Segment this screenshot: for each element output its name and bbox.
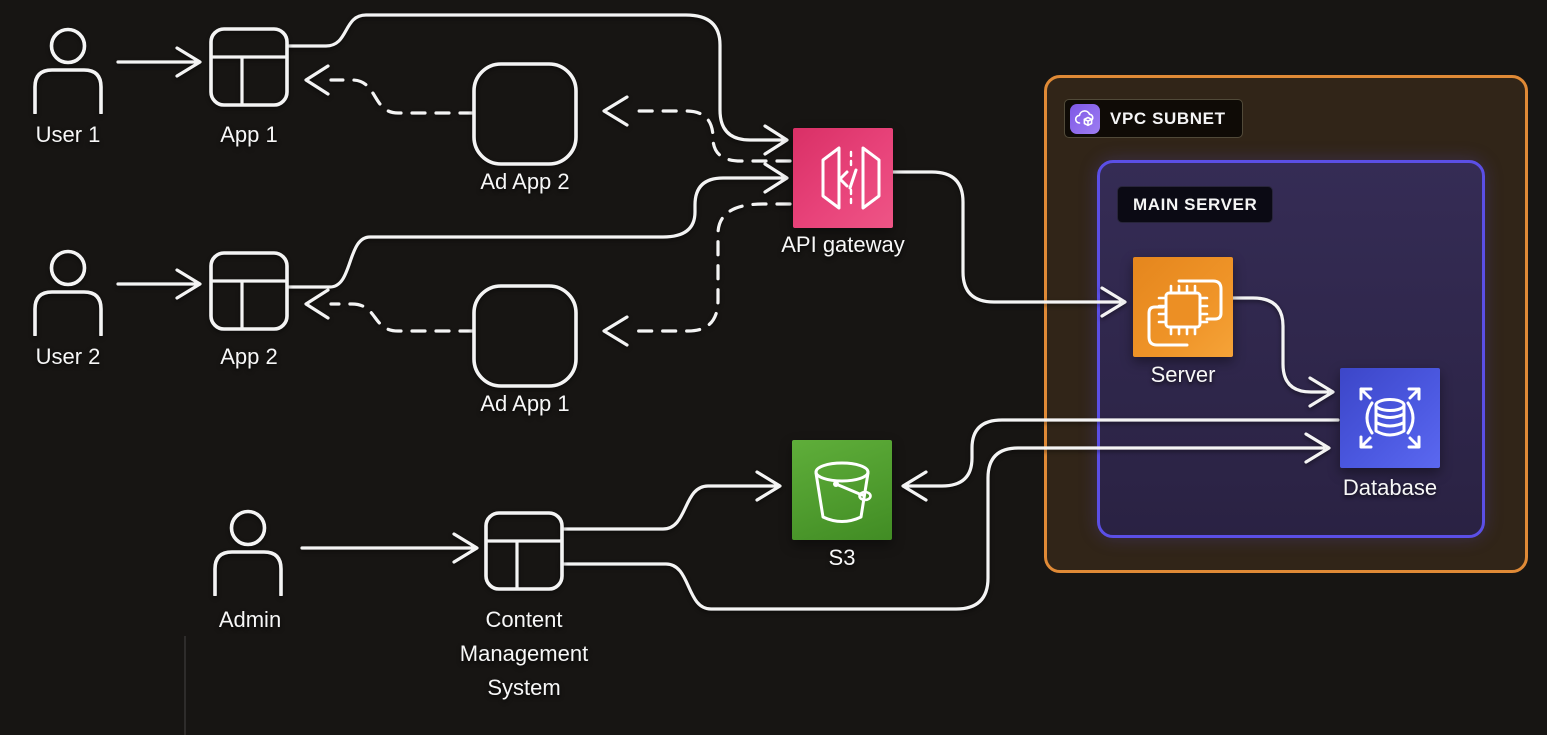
browser-icon	[209, 27, 289, 107]
person-icon	[229, 509, 267, 547]
label-database: Database	[1342, 475, 1438, 500]
browser-icon	[209, 251, 289, 331]
node-ad-app1[interactable]	[471, 283, 579, 389]
main-server-badge: MAIN SERVER	[1117, 186, 1274, 223]
person-shoulders	[213, 550, 283, 596]
browser-divider	[486, 539, 562, 589]
edge-server-database	[1231, 296, 1335, 408]
node-ad-app2[interactable]	[471, 61, 579, 167]
edge-database-s3	[901, 418, 1340, 502]
edge-cms-database	[561, 432, 1331, 611]
rounded-square-icon	[472, 284, 578, 388]
faint-vertical-line	[184, 636, 186, 735]
label-admin: Admin	[218, 607, 282, 632]
label-cms-line3: System	[487, 675, 561, 700]
browser-divider	[211, 279, 287, 329]
edge-adapp1-app2-dashed	[329, 302, 475, 333]
edge-apigateway-adapp1-dashed	[628, 202, 792, 333]
vpc-cloud-icon	[1070, 103, 1100, 134]
main-server-label: MAIN SERVER	[1133, 194, 1258, 214]
node-user1[interactable]	[32, 26, 104, 114]
browser-icon	[484, 511, 564, 591]
person-shoulders	[33, 290, 103, 336]
arrowhead-into-adapp1	[602, 315, 629, 347]
edge-apigateway-server	[891, 170, 1127, 318]
node-api-gateway[interactable]	[793, 128, 893, 228]
database-icon	[1359, 387, 1421, 449]
edge-user2-app2	[116, 268, 202, 300]
node-user2[interactable]	[32, 248, 104, 336]
edge-app1-apigateway	[287, 13, 789, 156]
node-app2[interactable]	[208, 250, 290, 332]
api-gateway-icon	[821, 146, 881, 210]
arrowhead-into-adapp2	[602, 95, 629, 127]
label-api-gateway: API gateway	[781, 232, 905, 257]
label-cms-line1: Content	[485, 607, 563, 632]
server-chip-icon	[1147, 279, 1223, 347]
node-cms[interactable]	[483, 510, 565, 592]
edge-user1-app1	[116, 46, 202, 78]
label-user2: User 2	[35, 344, 101, 369]
browser-divider	[211, 55, 287, 105]
edge-admin-cms	[300, 532, 479, 564]
edge-app2-apigateway	[287, 162, 789, 289]
node-admin[interactable]	[212, 508, 284, 596]
edge-cms-s3	[561, 470, 782, 531]
label-cms: Content Management System	[460, 603, 588, 705]
node-s3[interactable]	[792, 440, 892, 540]
label-ad-app2: Ad App 2	[480, 169, 570, 194]
arrowhead-into-app2	[304, 288, 330, 320]
node-server[interactable]	[1133, 257, 1233, 357]
label-app1: App 1	[220, 122, 278, 147]
arrowhead-into-app1	[304, 64, 330, 96]
label-server: Server	[1150, 362, 1216, 387]
person-icon	[49, 249, 87, 287]
label-user1: User 1	[35, 122, 101, 147]
node-app1[interactable]	[208, 26, 290, 108]
s3-bucket-icon	[814, 461, 872, 523]
vpc-subnet-badge: VPC SUBNET	[1064, 99, 1243, 138]
person-shoulders	[33, 68, 103, 114]
person-icon	[49, 27, 87, 65]
label-s3: S3	[828, 545, 856, 570]
vpc-subnet-label: VPC SUBNET	[1110, 108, 1226, 128]
node-database[interactable]	[1340, 368, 1440, 468]
label-ad-app1: Ad App 1	[480, 391, 570, 416]
label-app2: App 2	[220, 344, 278, 369]
label-cms-line2: Management	[459, 641, 589, 666]
edge-apigateway-adapp2-dashed	[628, 109, 792, 163]
rounded-square-icon	[472, 62, 578, 166]
edge-adapp2-app1-dashed	[329, 78, 475, 115]
